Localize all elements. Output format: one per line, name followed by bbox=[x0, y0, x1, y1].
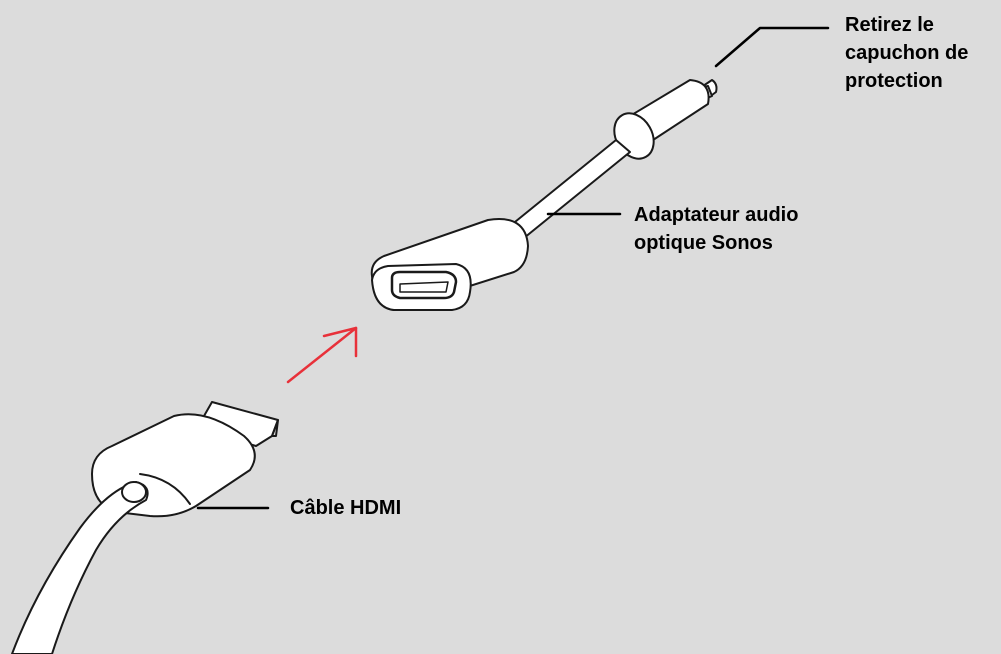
hdmi-plug bbox=[11, 401, 279, 654]
insert-arrow bbox=[286, 326, 358, 384]
label-line: Adaptateur audio bbox=[634, 204, 799, 226]
optical-plug bbox=[613, 79, 718, 160]
label-hdmi-cable: Câble HDMI bbox=[290, 494, 401, 522]
hdmi-connector-tip-side bbox=[271, 419, 279, 437]
hdmi-cable-end bbox=[121, 481, 147, 503]
label-line: optique Sonos bbox=[634, 232, 773, 254]
hdmi-socket-inner bbox=[399, 281, 449, 293]
hdmi-plug-body-edge bbox=[139, 473, 191, 505]
adapter-cable bbox=[509, 139, 631, 239]
hdmi-cable bbox=[11, 481, 149, 654]
adapter-housing bbox=[370, 218, 529, 311]
label-line: Retirez le bbox=[845, 14, 934, 36]
label-line: protection bbox=[845, 70, 943, 92]
label-optical-adapter: Adaptateur audio optique Sonos bbox=[634, 201, 798, 257]
label-remove-cap: Retirez le capuchon de protection bbox=[845, 11, 968, 95]
hdmi-socket-opening bbox=[390, 270, 458, 300]
leader-line-cap bbox=[714, 26, 830, 68]
label-line: capuchon de bbox=[845, 42, 969, 64]
label-line: Câble HDMI bbox=[290, 497, 402, 519]
